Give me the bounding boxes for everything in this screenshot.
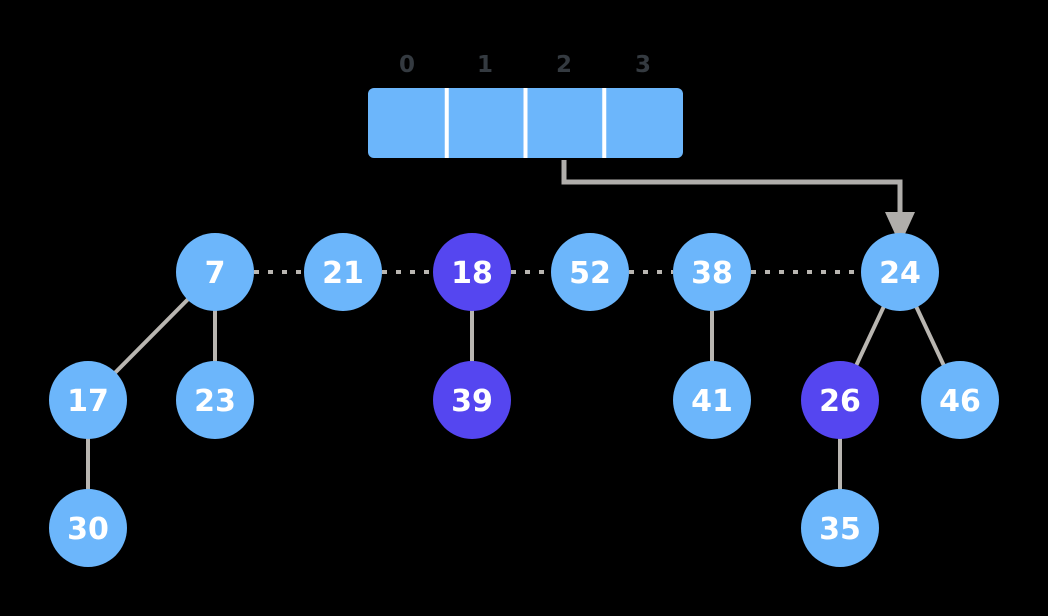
array-cell-0[interactable] (368, 88, 447, 158)
node-label-17: 17 (67, 384, 109, 419)
node-circle-46[interactable] (921, 361, 999, 439)
node-circle-52[interactable] (551, 233, 629, 311)
node-label-26: 26 (819, 384, 861, 419)
node-35[interactable]: 35 (801, 489, 879, 567)
node-38[interactable]: 38 (673, 233, 751, 311)
node-24[interactable]: 24 (861, 233, 939, 311)
node-39[interactable]: 39 (433, 361, 511, 439)
array-index-label-0: 0 (399, 52, 415, 78)
node-52[interactable]: 52 (551, 233, 629, 311)
array-cell-1[interactable] (447, 88, 526, 158)
bucket-to-node-pointer (561, 160, 916, 245)
array-cell-3[interactable] (604, 88, 683, 158)
node-circle-41[interactable] (673, 361, 751, 439)
array-cell-2[interactable] (526, 88, 605, 158)
node-label-30: 30 (67, 512, 109, 547)
node-circle-26[interactable] (801, 361, 879, 439)
node-18[interactable]: 18 (433, 233, 511, 311)
node-label-39: 39 (451, 384, 493, 419)
node-circle-39[interactable] (433, 361, 511, 439)
node-circle-7[interactable] (176, 233, 254, 311)
pointer-layer (561, 160, 916, 245)
node-circle-24[interactable] (861, 233, 939, 311)
node-circle-21[interactable] (304, 233, 382, 311)
node-label-41: 41 (691, 384, 733, 419)
node-label-35: 35 (819, 512, 861, 547)
node-circle-17[interactable] (49, 361, 127, 439)
array-layer: 0 1 2 3 (368, 52, 683, 158)
node-26[interactable]: 26 (801, 361, 879, 439)
node-label-24: 24 (879, 256, 921, 291)
node-circle-35[interactable] (801, 489, 879, 567)
node-circle-30[interactable] (49, 489, 127, 567)
node-21[interactable]: 21 (304, 233, 382, 311)
node-41[interactable]: 41 (673, 361, 751, 439)
node-17[interactable]: 17 (49, 361, 127, 439)
node-label-38: 38 (691, 256, 733, 291)
node-label-21: 21 (322, 256, 364, 291)
array-index-label-1: 1 (477, 52, 493, 78)
node-label-52: 52 (569, 256, 611, 291)
node-7[interactable]: 7 (176, 233, 254, 311)
array-index-label-3: 3 (635, 52, 651, 78)
node-label-7: 7 (205, 256, 226, 291)
node-circle-18[interactable] (433, 233, 511, 311)
node-23[interactable]: 23 (176, 361, 254, 439)
node-label-46: 46 (939, 384, 981, 419)
node-label-18: 18 (451, 256, 493, 291)
node-circle-38[interactable] (673, 233, 751, 311)
node-30[interactable]: 30 (49, 489, 127, 567)
node-layer: 7 21 18 52 38 24 17 23 39 41 26 46 30 35 (49, 233, 999, 567)
node-circle-23[interactable] (176, 361, 254, 439)
array-index-label-2: 2 (556, 52, 572, 78)
node-46[interactable]: 46 (921, 361, 999, 439)
node-label-23: 23 (194, 384, 236, 419)
